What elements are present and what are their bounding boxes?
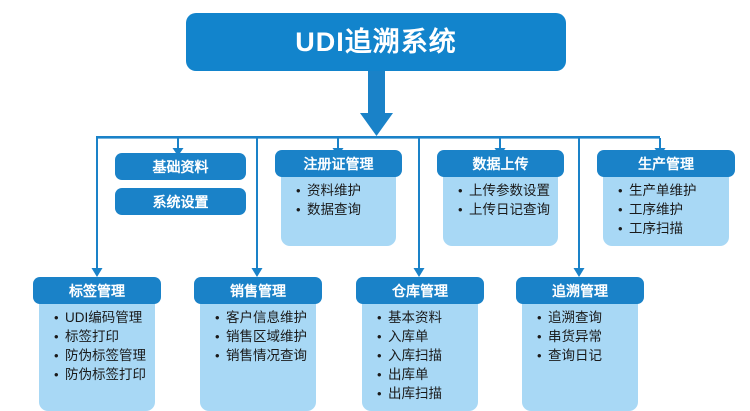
list-item[interactable]: 防伪标签管理 <box>54 346 155 365</box>
card-registration-management-title: 注册证管理 <box>303 155 374 172</box>
card-traceability-management-body: 追溯查询 串货异常 查询日记 <box>522 290 638 411</box>
card-sales-management-items: 客户信息维护 销售区域维护 销售情况查询 <box>200 308 316 365</box>
list-item[interactable]: 追溯查询 <box>537 308 638 327</box>
drop-shaft-warehouse <box>418 136 420 270</box>
list-item[interactable]: 生产单维护 <box>618 181 729 200</box>
card-label-management-items: UDI编码管理 标签打印 防伪标签管理 防伪标签打印 <box>39 308 155 384</box>
card-warehouse-management[interactable]: 基本资料 入库单 入库扫描 出库单 出库扫描 仓库管理 <box>356 277 484 411</box>
card-production-management[interactable]: 生产单维护 工序维护 工序扫描 生产管理 <box>597 150 735 246</box>
list-item[interactable]: 基本资料 <box>377 308 478 327</box>
card-traceability-management-items: 追溯查询 串货异常 查询日记 <box>522 308 638 365</box>
card-warehouse-management-header[interactable]: 仓库管理 <box>356 277 484 304</box>
main-arrow-shaft <box>368 71 385 118</box>
list-item[interactable]: 销售情况查询 <box>215 346 316 365</box>
drop-head-basic <box>172 148 184 156</box>
card-production-management-items: 生产单维护 工序维护 工序扫描 <box>603 181 729 238</box>
list-item[interactable]: 出库扫描 <box>377 384 478 403</box>
list-item[interactable]: 入库单 <box>377 327 478 346</box>
bus-line <box>97 136 660 139</box>
card-data-upload-items: 上传参数设置 上传日记查询 <box>443 181 558 219</box>
card-data-upload-title: 数据上传 <box>472 155 529 172</box>
drop-shaft-basic <box>177 138 179 150</box>
card-warehouse-management-body: 基本资料 入库单 入库扫描 出库单 出库扫描 <box>362 290 478 411</box>
list-item[interactable]: 查询日记 <box>537 346 638 365</box>
card-production-management-title: 生产管理 <box>638 155 694 172</box>
card-registration-management-items: 资料维护 数据查询 <box>281 181 396 219</box>
card-registration-management-header[interactable]: 注册证管理 <box>275 150 402 177</box>
root-node-label: UDI追溯系统 <box>295 26 457 57</box>
main-arrow-head <box>360 113 393 136</box>
list-item[interactable]: 串货异常 <box>537 327 638 346</box>
list-item[interactable]: 客户信息维护 <box>215 308 316 327</box>
card-data-upload-header[interactable]: 数据上传 <box>437 150 564 177</box>
list-item[interactable]: 上传日记查询 <box>458 200 558 219</box>
drop-head-warehouse <box>413 268 425 277</box>
drop-shaft-trace <box>578 136 580 270</box>
card-label-management[interactable]: UDI编码管理 标签打印 防伪标签管理 防伪标签打印 标签管理 <box>33 277 161 411</box>
card-traceability-management[interactable]: 追溯查询 串货异常 查询日记 追溯管理 <box>516 277 644 411</box>
list-item[interactable]: 上传参数设置 <box>458 181 558 200</box>
node-system-settings[interactable]: 系统设置 <box>115 188 246 215</box>
node-basic-data-label: 基础资料 <box>152 158 209 175</box>
list-item[interactable]: 数据查询 <box>296 200 396 219</box>
list-item[interactable]: UDI编码管理 <box>54 308 155 327</box>
list-item[interactable]: 工序维护 <box>618 200 729 219</box>
card-label-management-header[interactable]: 标签管理 <box>33 277 161 304</box>
card-registration-management[interactable]: 资料维护 数据查询 注册证管理 <box>275 150 402 246</box>
drop-head-trace <box>573 268 585 277</box>
node-basic-data[interactable]: 基础资料 <box>115 153 246 180</box>
card-label-management-title: 标签管理 <box>69 282 125 299</box>
card-warehouse-management-title: 仓库管理 <box>392 282 448 299</box>
list-item[interactable]: 入库扫描 <box>377 346 478 365</box>
card-traceability-management-title: 追溯管理 <box>552 282 608 299</box>
list-item[interactable]: 销售区域维护 <box>215 327 316 346</box>
drop-head-sales <box>251 268 263 277</box>
list-item[interactable]: 出库单 <box>377 365 478 384</box>
list-item[interactable]: 标签打印 <box>54 327 155 346</box>
card-sales-management-header[interactable]: 销售管理 <box>194 277 322 304</box>
drop-shaft-production <box>659 138 661 150</box>
drop-shaft-sales <box>256 136 258 270</box>
drop-shaft-upload <box>499 138 501 150</box>
drop-shaft-register <box>337 138 339 150</box>
card-sales-management-body: 客户信息维护 销售区域维护 销售情况查询 <box>200 290 316 411</box>
root-node-udi-system[interactable]: UDI追溯系统 <box>186 13 566 71</box>
card-label-management-body: UDI编码管理 标签打印 防伪标签管理 防伪标签打印 <box>39 290 155 411</box>
card-sales-management[interactable]: 客户信息维护 销售区域维护 销售情况查询 销售管理 <box>194 277 322 411</box>
node-system-settings-label: 系统设置 <box>152 193 209 210</box>
card-production-management-header[interactable]: 生产管理 <box>597 150 735 177</box>
list-item[interactable]: 工序扫描 <box>618 219 729 238</box>
drop-shaft-label <box>96 136 98 270</box>
drop-head-label <box>91 268 103 277</box>
card-warehouse-management-items: 基本资料 入库单 入库扫描 出库单 出库扫描 <box>362 308 478 403</box>
card-traceability-management-header[interactable]: 追溯管理 <box>516 277 644 304</box>
card-data-upload[interactable]: 上传参数设置 上传日记查询 数据上传 <box>437 150 564 246</box>
card-sales-management-title: 销售管理 <box>230 282 286 299</box>
list-item[interactable]: 资料维护 <box>296 181 396 200</box>
list-item[interactable]: 防伪标签打印 <box>54 365 155 384</box>
